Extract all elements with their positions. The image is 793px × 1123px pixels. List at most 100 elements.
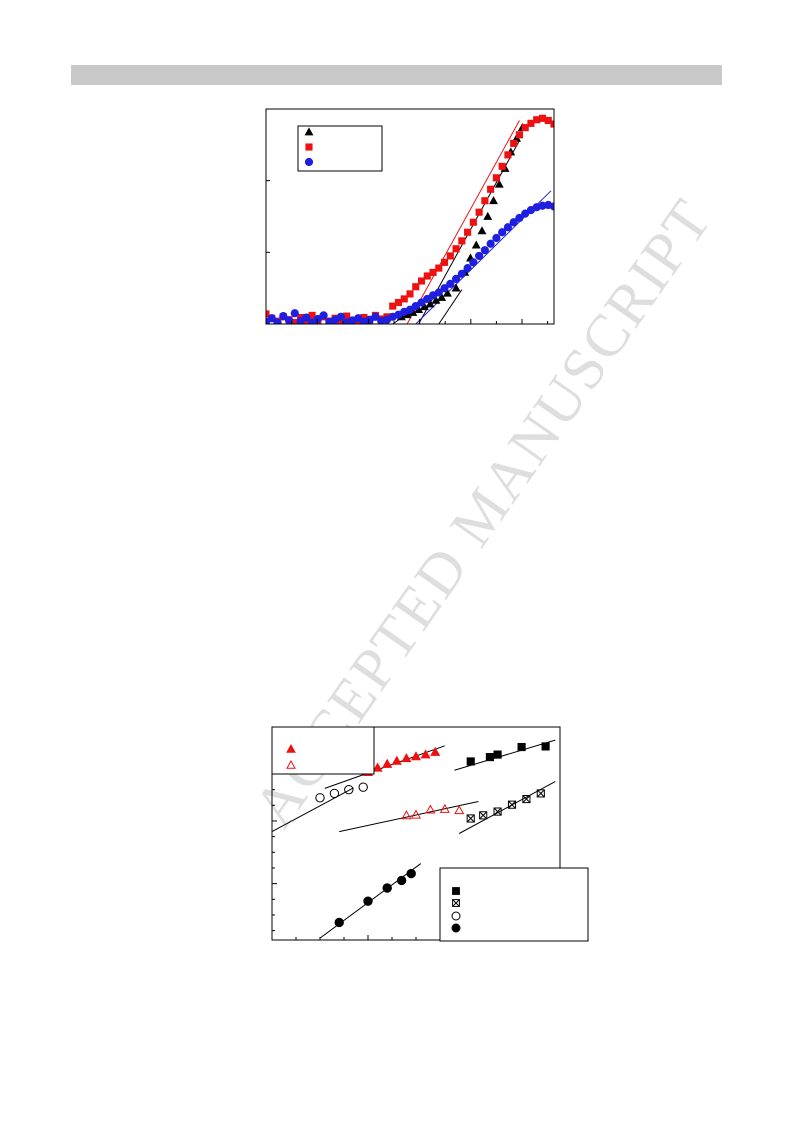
data-point xyxy=(498,228,507,237)
chart-1 xyxy=(265,108,555,325)
data-point xyxy=(435,264,443,272)
legend-swatch-1 xyxy=(305,143,313,151)
series-4 xyxy=(315,782,368,803)
data-point xyxy=(451,274,461,283)
marker-cross-b xyxy=(479,811,488,820)
data-point xyxy=(486,239,495,248)
marker-box xyxy=(522,794,531,804)
data-point xyxy=(487,185,495,193)
data-point xyxy=(420,749,431,759)
data-point xyxy=(334,917,344,928)
series-1 xyxy=(401,803,465,820)
data-point xyxy=(544,116,552,125)
data-point xyxy=(410,751,422,761)
data-point xyxy=(469,258,478,267)
data-point xyxy=(521,124,529,132)
data-point xyxy=(423,272,431,280)
fit-line-1 xyxy=(272,787,354,833)
legend-bottom-right xyxy=(439,867,589,942)
data-point xyxy=(446,252,454,260)
data-point xyxy=(504,151,512,159)
data-point xyxy=(412,283,420,291)
fit-line-0 xyxy=(406,120,520,324)
data-point xyxy=(425,804,436,814)
marker-box xyxy=(479,811,488,820)
legend-swatch-2 xyxy=(304,157,314,167)
marker-box xyxy=(466,814,475,823)
data-point xyxy=(302,313,311,322)
data-point xyxy=(358,782,368,792)
data-point xyxy=(266,310,270,318)
data-point xyxy=(463,264,472,273)
plot-area xyxy=(272,739,556,939)
fit-line-2 xyxy=(339,801,479,833)
data-point xyxy=(406,290,414,298)
data-point xyxy=(536,789,545,798)
data-point xyxy=(485,753,494,762)
data-point xyxy=(371,312,380,321)
data-point xyxy=(267,314,276,323)
data-point xyxy=(493,807,502,816)
legend-box xyxy=(439,867,589,942)
legend-swatch-filled-square xyxy=(452,887,460,895)
data-point xyxy=(382,883,392,893)
data-point xyxy=(411,301,420,311)
marker-cross-b xyxy=(522,795,531,803)
data-point xyxy=(446,279,455,288)
data-point xyxy=(494,179,504,188)
data-point xyxy=(492,174,500,182)
marker-box xyxy=(452,899,460,907)
legend-top-left xyxy=(271,726,375,775)
data-point xyxy=(541,742,550,751)
data-point xyxy=(479,811,488,820)
data-point xyxy=(429,268,437,276)
data-point xyxy=(464,228,472,236)
data-point xyxy=(273,318,282,324)
data-point xyxy=(279,312,288,321)
data-point xyxy=(477,226,487,235)
fit-line-4 xyxy=(438,289,463,324)
series-2 xyxy=(266,200,554,324)
data-point xyxy=(440,284,449,293)
data-point xyxy=(439,803,450,813)
data-point xyxy=(515,131,524,139)
legend-swatch-red-filled-triangle xyxy=(286,743,296,753)
data-point xyxy=(405,305,415,314)
series-2 xyxy=(466,742,550,766)
data-point xyxy=(498,162,506,170)
data-point xyxy=(336,312,345,321)
legend-swatch-red-open-triangle xyxy=(286,759,296,769)
chart-2 xyxy=(271,726,589,942)
data-point xyxy=(454,805,465,815)
data-point xyxy=(507,800,517,809)
data-point xyxy=(469,218,477,226)
data-point xyxy=(391,755,402,765)
data-point xyxy=(284,316,294,324)
data-point xyxy=(471,240,481,249)
data-point xyxy=(489,196,498,205)
marker-box xyxy=(536,789,545,798)
marker-cross-b xyxy=(493,807,502,816)
data-point xyxy=(493,750,502,759)
data-point xyxy=(307,318,317,324)
data-point xyxy=(483,211,493,220)
series-3 xyxy=(466,789,545,823)
data-point xyxy=(296,317,305,324)
data-point xyxy=(389,302,397,310)
data-point xyxy=(423,294,432,304)
data-point xyxy=(315,793,325,803)
legend-swatch-open-circle xyxy=(451,911,461,921)
data-point xyxy=(406,868,416,879)
data-point xyxy=(417,277,426,285)
data-point xyxy=(354,314,363,323)
marker-cross-b xyxy=(536,789,545,798)
data-point xyxy=(382,758,393,768)
data-point xyxy=(503,223,513,232)
fit-line-4 xyxy=(458,781,556,834)
data-point xyxy=(290,309,299,318)
data-point xyxy=(319,311,328,320)
data-point xyxy=(442,288,452,297)
data-point xyxy=(437,292,447,301)
plot-frame xyxy=(265,108,555,325)
data-point xyxy=(533,116,541,124)
